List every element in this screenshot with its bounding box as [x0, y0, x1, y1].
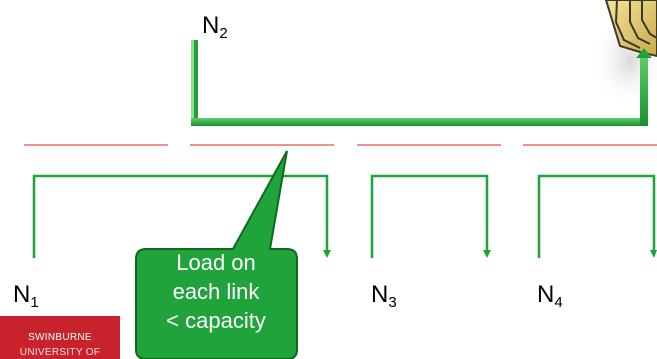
- node-n2-label: N2: [202, 12, 228, 42]
- university-logo: SWINBURNE UNIVERSITY OF: [0, 316, 120, 359]
- link-n1: [32, 174, 331, 258]
- callout-line-3: < capacity: [166, 308, 266, 333]
- callout-line-2: each link: [172, 279, 260, 304]
- link-n3: [370, 174, 491, 258]
- uplink-connector: [191, 40, 652, 126]
- link-n4: [537, 174, 657, 258]
- logo-line-2: UNIVERSITY OF: [19, 347, 101, 358]
- logo-block: [0, 316, 120, 359]
- callout-line-1: Load on: [176, 250, 256, 275]
- node-n4-label: N4: [537, 281, 563, 311]
- node-n1-label: N1: [13, 281, 39, 311]
- logo-line-1: SWINBURNE: [28, 332, 92, 343]
- node-n3-label: N3: [371, 281, 397, 311]
- callout-text: Load on each link < capacity: [134, 248, 298, 335]
